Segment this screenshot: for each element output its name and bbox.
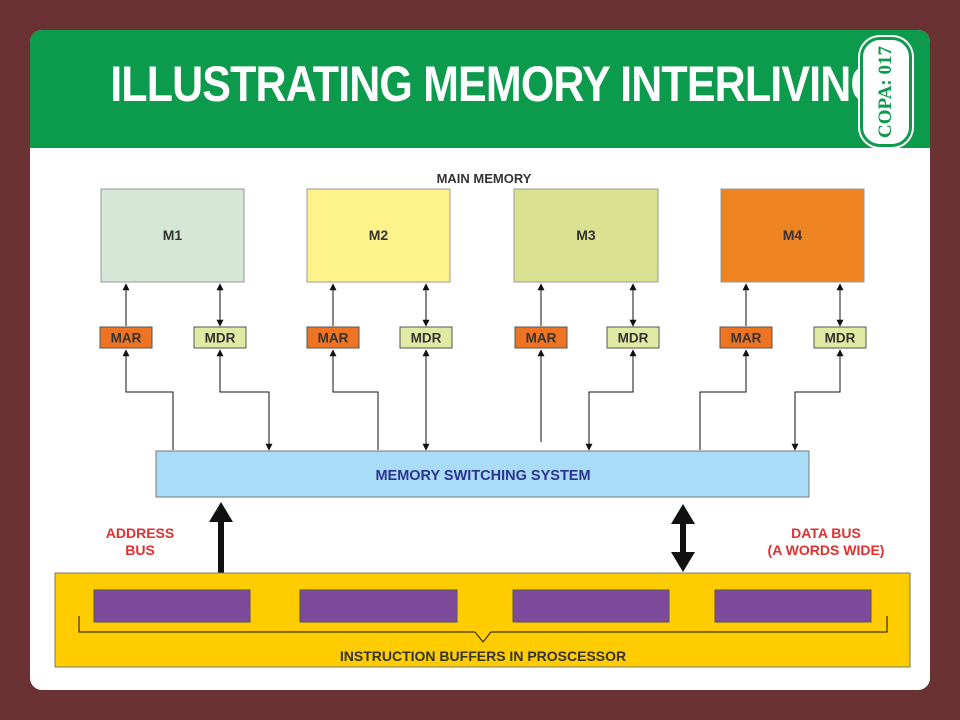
- copa-badge: COPA: 017: [860, 37, 912, 147]
- data-bus-arrow: [671, 504, 695, 572]
- instruction-buffer-1: [93, 589, 251, 623]
- main-memory-label: MAIN MEMORY: [437, 171, 532, 186]
- address-bus-label-line1: ADDRESS: [106, 525, 174, 541]
- mdr-label: MDR: [618, 331, 649, 346]
- memory-module-m2: M2: [306, 188, 451, 283]
- data-bus-label-line2: (A WORDS WIDE): [768, 542, 885, 558]
- mdr-label: MDR: [411, 331, 442, 346]
- module-label-m3: M3: [576, 227, 596, 243]
- switch-to-register-connectors: [122, 349, 844, 451]
- mdr-register-2: MDR: [399, 326, 453, 349]
- mar-register-4: MAR: [719, 326, 773, 349]
- switching-system-label: MEMORY SWITCHING SYSTEM: [375, 468, 590, 484]
- slide-title: ILLUSTRATING MEMORY INTERLIVING: [110, 56, 884, 112]
- processor-label: INSTRUCTION BUFFERS IN PROSCESSOR: [340, 648, 626, 664]
- mdr-label: MDR: [205, 331, 236, 346]
- memory-module-m1: M1: [100, 188, 245, 283]
- mdr3-connector: [585, 349, 637, 451]
- memory-switching-system: MEMORY SWITCHING SYSTEM: [155, 450, 810, 498]
- mdr4-connector: [791, 349, 844, 451]
- address-bus-label-line2: BUS: [125, 542, 155, 558]
- mar2-connector: [329, 349, 379, 450]
- data-bus-label-line1: DATA BUS: [791, 525, 861, 541]
- buffer-brace: [78, 616, 888, 643]
- mar-register-3: MAR: [514, 326, 568, 349]
- instruction-buffer-3: [512, 589, 670, 623]
- memory-module-m3: M3: [513, 188, 659, 283]
- mdr-register-4: MDR: [813, 326, 867, 349]
- title-banner: ILLUSTRATING MEMORY INTERLIVING COPA: 01…: [30, 30, 930, 148]
- mdr-label: MDR: [825, 331, 856, 346]
- address-bus-arrow: [209, 502, 233, 573]
- instruction-buffer-4: [714, 589, 872, 623]
- memory-module-m4: M4: [720, 188, 865, 283]
- mar-register-1: MAR: [99, 326, 153, 349]
- register-to-module-arrows: [122, 283, 844, 327]
- mar-label: MAR: [731, 331, 762, 346]
- mar1-connector: [122, 349, 174, 450]
- mar-register-2: MAR: [306, 326, 360, 349]
- mar-label: MAR: [318, 331, 349, 346]
- mar-label: MAR: [111, 331, 142, 346]
- processor-block: INSTRUCTION BUFFERS IN PROSCESSOR: [54, 572, 911, 668]
- instruction-buffer-2: [299, 589, 458, 623]
- module-label-m4: M4: [783, 227, 803, 243]
- module-label-m2: M2: [369, 227, 389, 243]
- mdr-register-3: MDR: [606, 326, 660, 349]
- module-label-m1: M1: [163, 227, 183, 243]
- mdr1-connector: [216, 349, 273, 451]
- mar4-connector: [699, 349, 750, 450]
- mdr-register-1: MDR: [193, 326, 247, 349]
- mar-label: MAR: [526, 331, 557, 346]
